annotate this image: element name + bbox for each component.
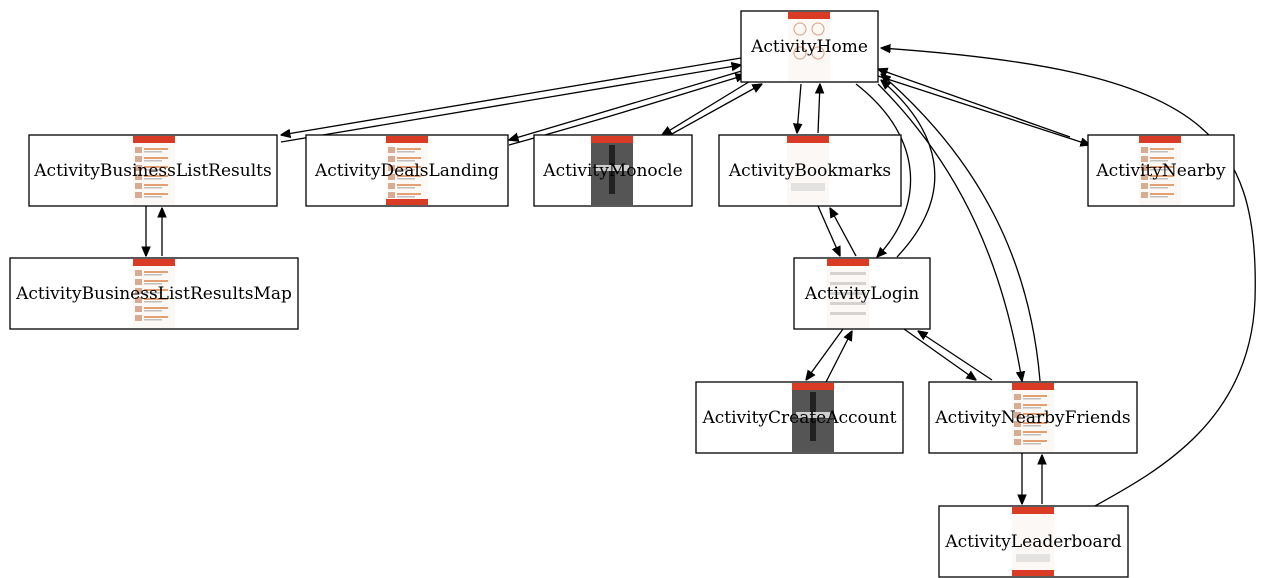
screenshot-thumbnail <box>787 136 829 205</box>
node-label: ActivityNearby <box>1095 161 1226 181</box>
edge-blr-to-home <box>280 65 741 143</box>
screenshot-thumbnail <box>133 136 175 205</box>
edge-home-to-bookmarks <box>797 83 801 133</box>
edge-nearby-to-home <box>878 69 1071 138</box>
edge-login-to-friends <box>903 328 976 380</box>
screenshot-thumbnail <box>788 12 830 81</box>
screenshot-thumbnail <box>827 259 869 328</box>
edge-home-to-deals <box>509 69 746 140</box>
edge-login-to-home <box>881 80 936 258</box>
screenshot-thumbnail <box>591 136 633 205</box>
edge-leader-to-home <box>881 48 1256 507</box>
edge-bookmarks-to-login <box>817 205 840 256</box>
node-activity-business-list-results-map[interactable]: ActivityBusinessListResultsMap <box>9 257 299 330</box>
edge-home-to-friends <box>877 83 1022 381</box>
node-label: ActivityMonocle <box>542 161 682 181</box>
node-activity-business-list-results[interactable]: ActivityBusinessListResults <box>28 134 278 207</box>
edges-layer <box>146 48 1256 507</box>
screenshot-thumbnail <box>1012 383 1054 452</box>
node-activity-login[interactable]: ActivityLogin <box>793 257 931 330</box>
screenshot-thumbnail <box>1139 136 1181 205</box>
edge-home-to-login <box>855 83 912 257</box>
node-label: ActivityBusinessListResultsMap <box>15 284 292 304</box>
edge-monocle-to-home <box>669 84 762 136</box>
node-label: ActivityNearbyFriends <box>934 408 1130 428</box>
node-label: ActivityLogin <box>804 284 919 304</box>
edge-home-to-blr <box>281 57 742 135</box>
node-label: ActivityHome <box>750 37 868 57</box>
edge-friends-to-home <box>881 74 1041 382</box>
screenshot-thumbnail <box>133 259 175 328</box>
node-label: ActivityLeaderboard <box>944 532 1121 552</box>
screenshot-thumbnail <box>386 136 428 205</box>
node-activity-bookmarks[interactable]: ActivityBookmarks <box>718 134 902 207</box>
node-activity-create-account[interactable]: ActivityCreateAccount <box>695 381 904 454</box>
edge-friends-to-login <box>918 331 993 381</box>
node-label: ActivityDealsLanding <box>314 161 499 181</box>
node-activity-leaderboard[interactable]: ActivityLeaderboard <box>938 505 1129 578</box>
edge-create-to-login <box>825 331 852 383</box>
node-activity-nearby-friends[interactable]: ActivityNearbyFriends <box>928 381 1138 454</box>
edge-login-to-create <box>806 328 844 380</box>
edge-login-to-bookmarks <box>830 208 857 257</box>
node-label: ActivityBusinessListResults <box>33 161 271 181</box>
node-label: ActivityCreateAccount <box>701 408 896 428</box>
node-activity-deals-landing[interactable]: ActivityDealsLanding <box>305 134 509 207</box>
edge-home-to-monocle <box>662 79 753 135</box>
node-label: ActivityBookmarks <box>728 161 891 181</box>
node-activity-monocle[interactable]: ActivityMonocle <box>533 134 693 207</box>
node-activity-home[interactable]: ActivityHome <box>740 10 879 83</box>
screenshot-thumbnail <box>1012 507 1054 576</box>
node-activity-nearby[interactable]: ActivityNearby <box>1087 134 1235 207</box>
edge-bookmarks-to-home <box>818 84 820 134</box>
edge-home-to-nearby <box>877 75 1090 145</box>
screenshot-thumbnail <box>792 383 834 452</box>
